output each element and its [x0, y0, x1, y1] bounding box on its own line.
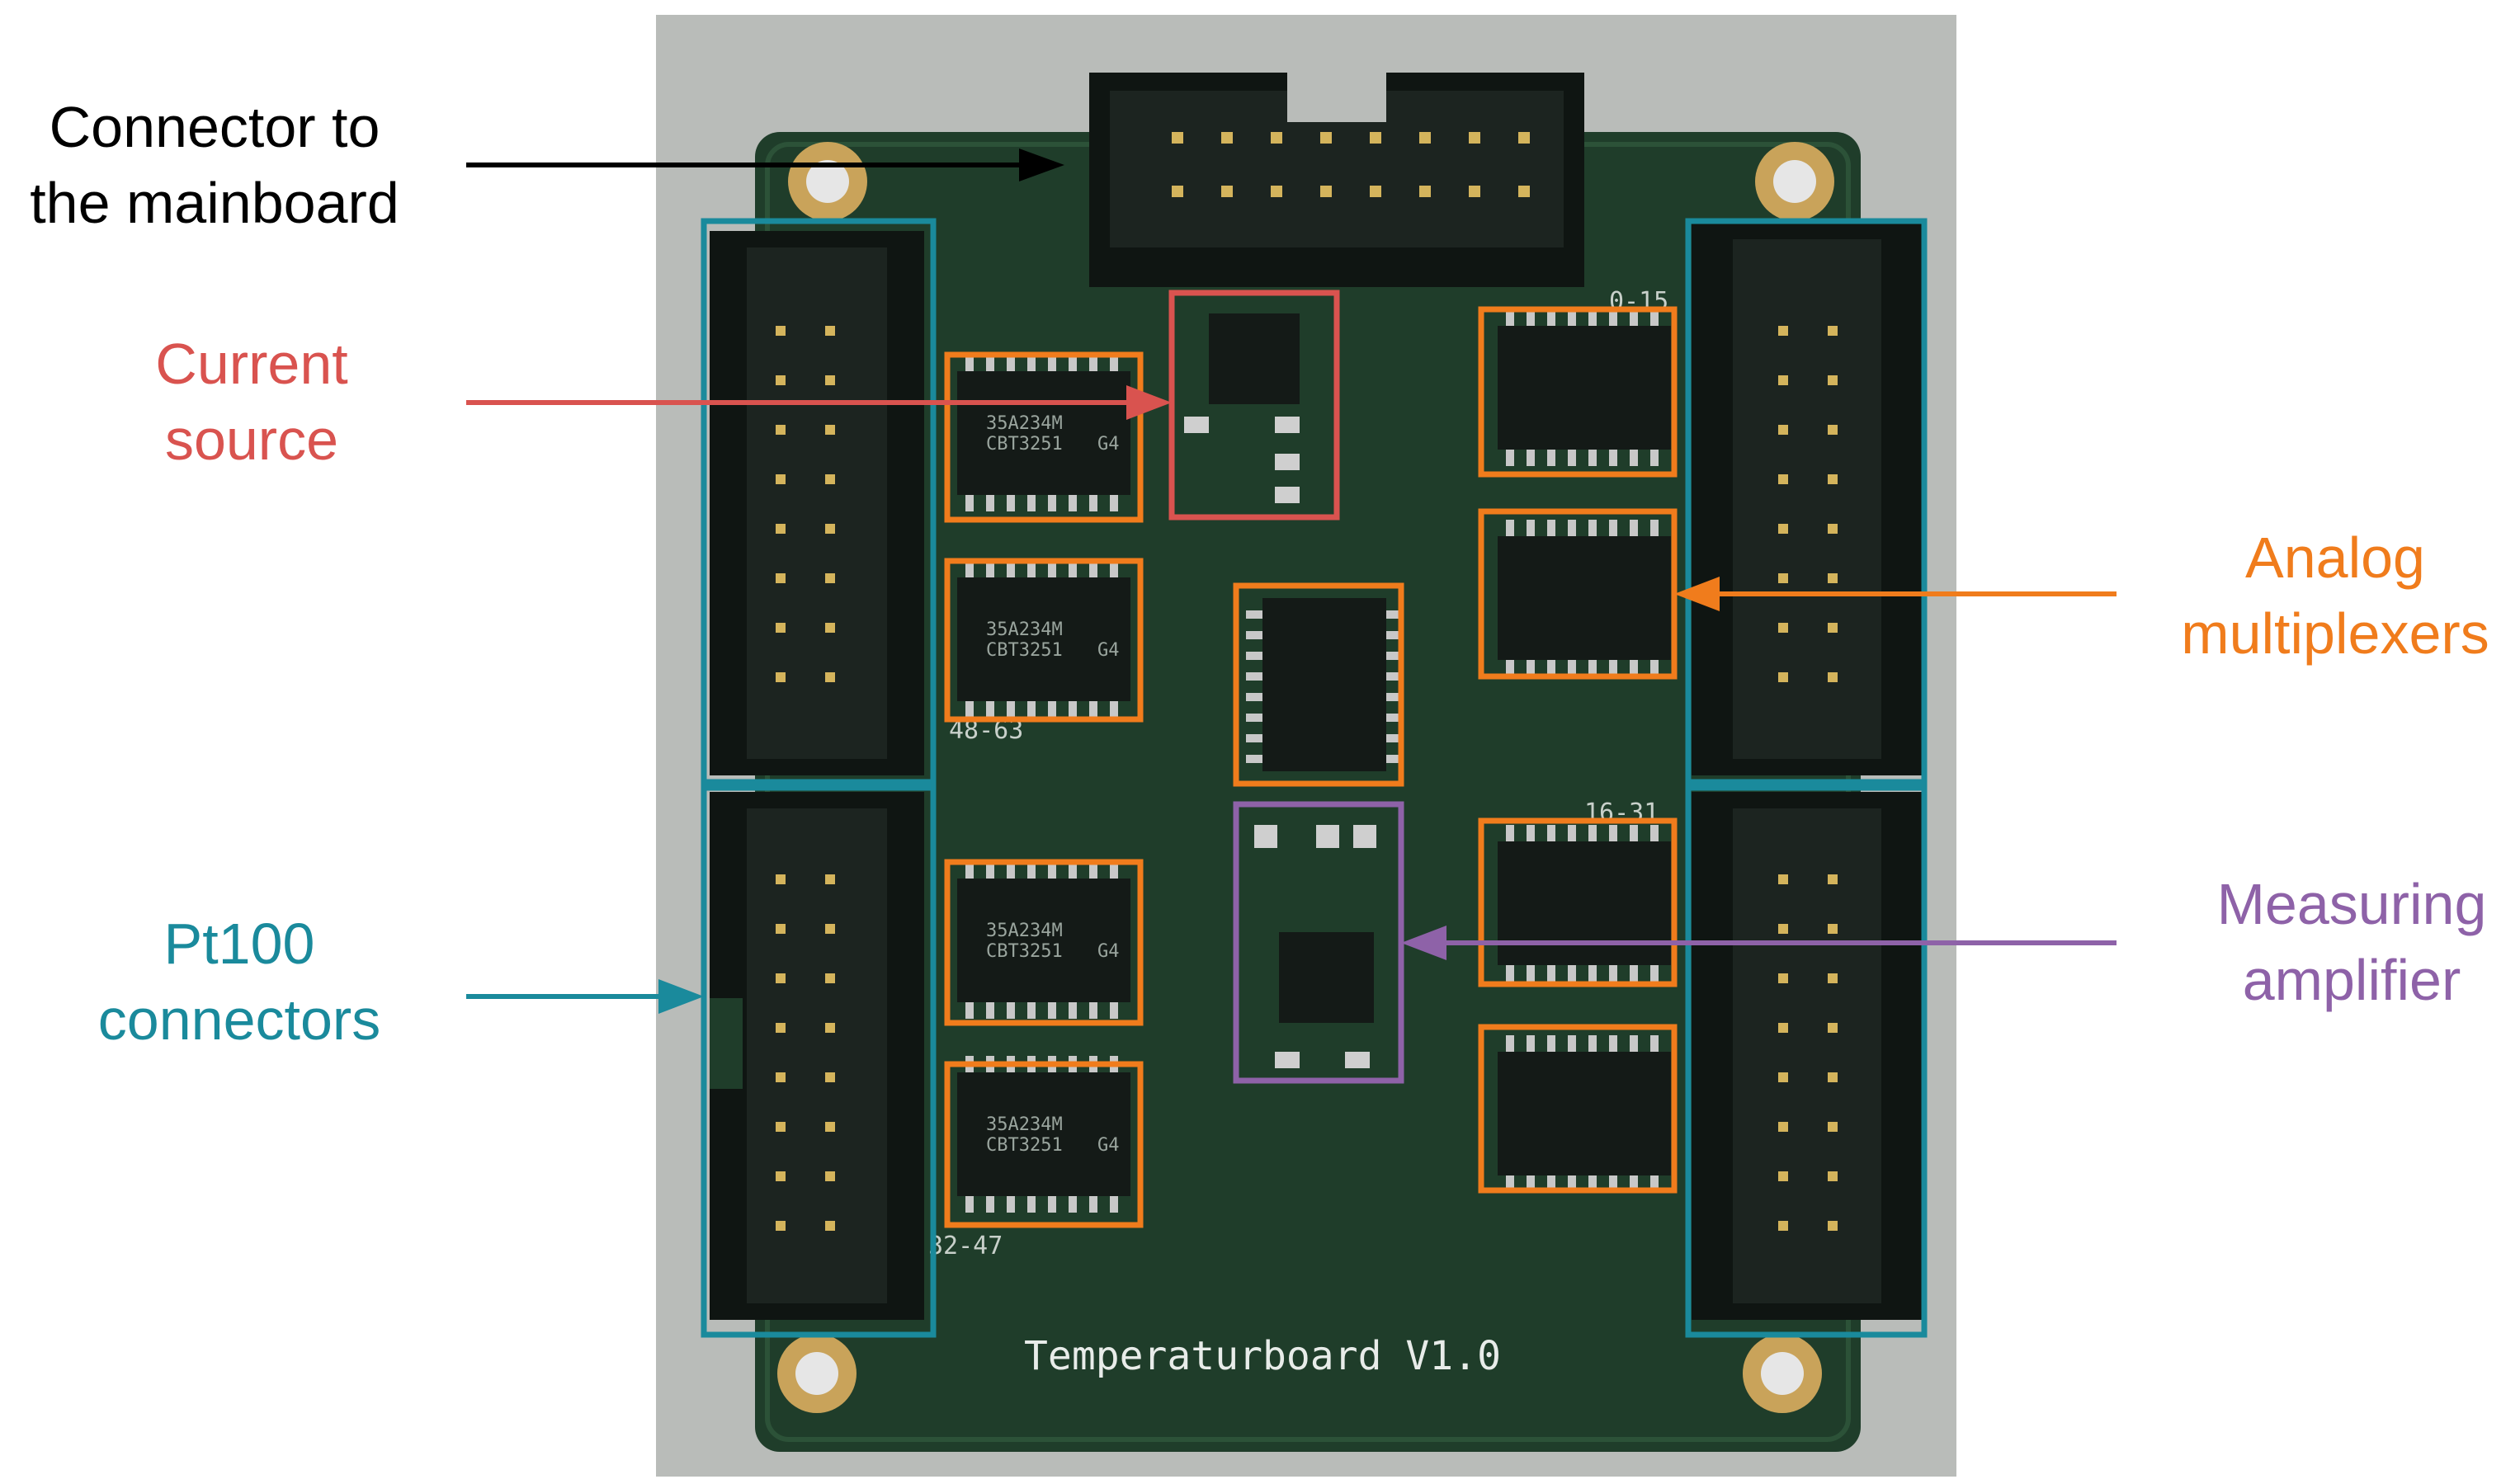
current-source-box	[1168, 290, 1340, 521]
analog-multiplexers-label: Analog multiplexers	[2137, 520, 2520, 671]
current-source-label-line2: source	[164, 408, 339, 472]
mounting-holes	[777, 142, 1834, 1413]
connector-label: Connector to the mainboard	[0, 89, 429, 241]
current-source-chip	[1184, 313, 1300, 503]
multiplexer-boxes	[944, 306, 1678, 1228]
chip-marking: CBT3251	[986, 640, 1063, 661]
range-label: 32-47	[928, 1232, 1003, 1260]
connector-label-line1: Connector to	[49, 95, 380, 159]
amplifier-chip	[1254, 825, 1376, 1068]
right-connectors	[1692, 223, 1923, 1320]
measuring-amplifier-box	[1233, 801, 1404, 1084]
chip-marking: 35A234M	[986, 1114, 1063, 1135]
connector-label-line2: the mainboard	[30, 171, 399, 235]
pt100-label-line1: Pt100	[163, 912, 315, 976]
current-source-label: Current source	[87, 326, 417, 478]
pt100-boxes	[701, 218, 1928, 1338]
chip-marking: 35A234M	[986, 620, 1063, 640]
current-source-label-line1: Current	[155, 332, 348, 396]
measuring-amplifier-label-line1: Measuring	[2216, 872, 2487, 936]
chip-marking: CBT3251	[986, 941, 1063, 962]
chip-marking: G4	[1097, 434, 1120, 455]
chip-marking: 35A234M	[986, 921, 1063, 941]
chip-marking: G4	[1097, 941, 1120, 962]
chip-marking: CBT3251	[986, 434, 1063, 455]
chip-marking: G4	[1097, 1135, 1120, 1156]
measuring-amplifier-label: Measuring amplifier	[2178, 866, 2520, 1018]
pt100-label: Pt100 connectors	[66, 906, 413, 1058]
pt100-label-line2: connectors	[97, 987, 381, 1052]
multiplexer-chips	[957, 326, 1671, 1196]
measuring-amplifier-label-line2: amplifier	[2242, 948, 2461, 1012]
mainboard-connector	[1089, 73, 1584, 287]
analog-multiplexers-label-line2: multiplexers	[2181, 601, 2489, 666]
chip-marking: G4	[1097, 640, 1120, 661]
arrows	[466, 148, 2117, 1014]
chip-marking: CBT3251	[986, 1135, 1063, 1156]
chip-marking: 35A234M	[986, 413, 1063, 434]
board-silkscreen-title: Temperaturboard V1.0	[1024, 1333, 1501, 1379]
left-connectors	[710, 231, 924, 1320]
connector-pins	[776, 326, 1838, 1231]
analog-multiplexers-label-line1: Analog	[2245, 525, 2425, 590]
